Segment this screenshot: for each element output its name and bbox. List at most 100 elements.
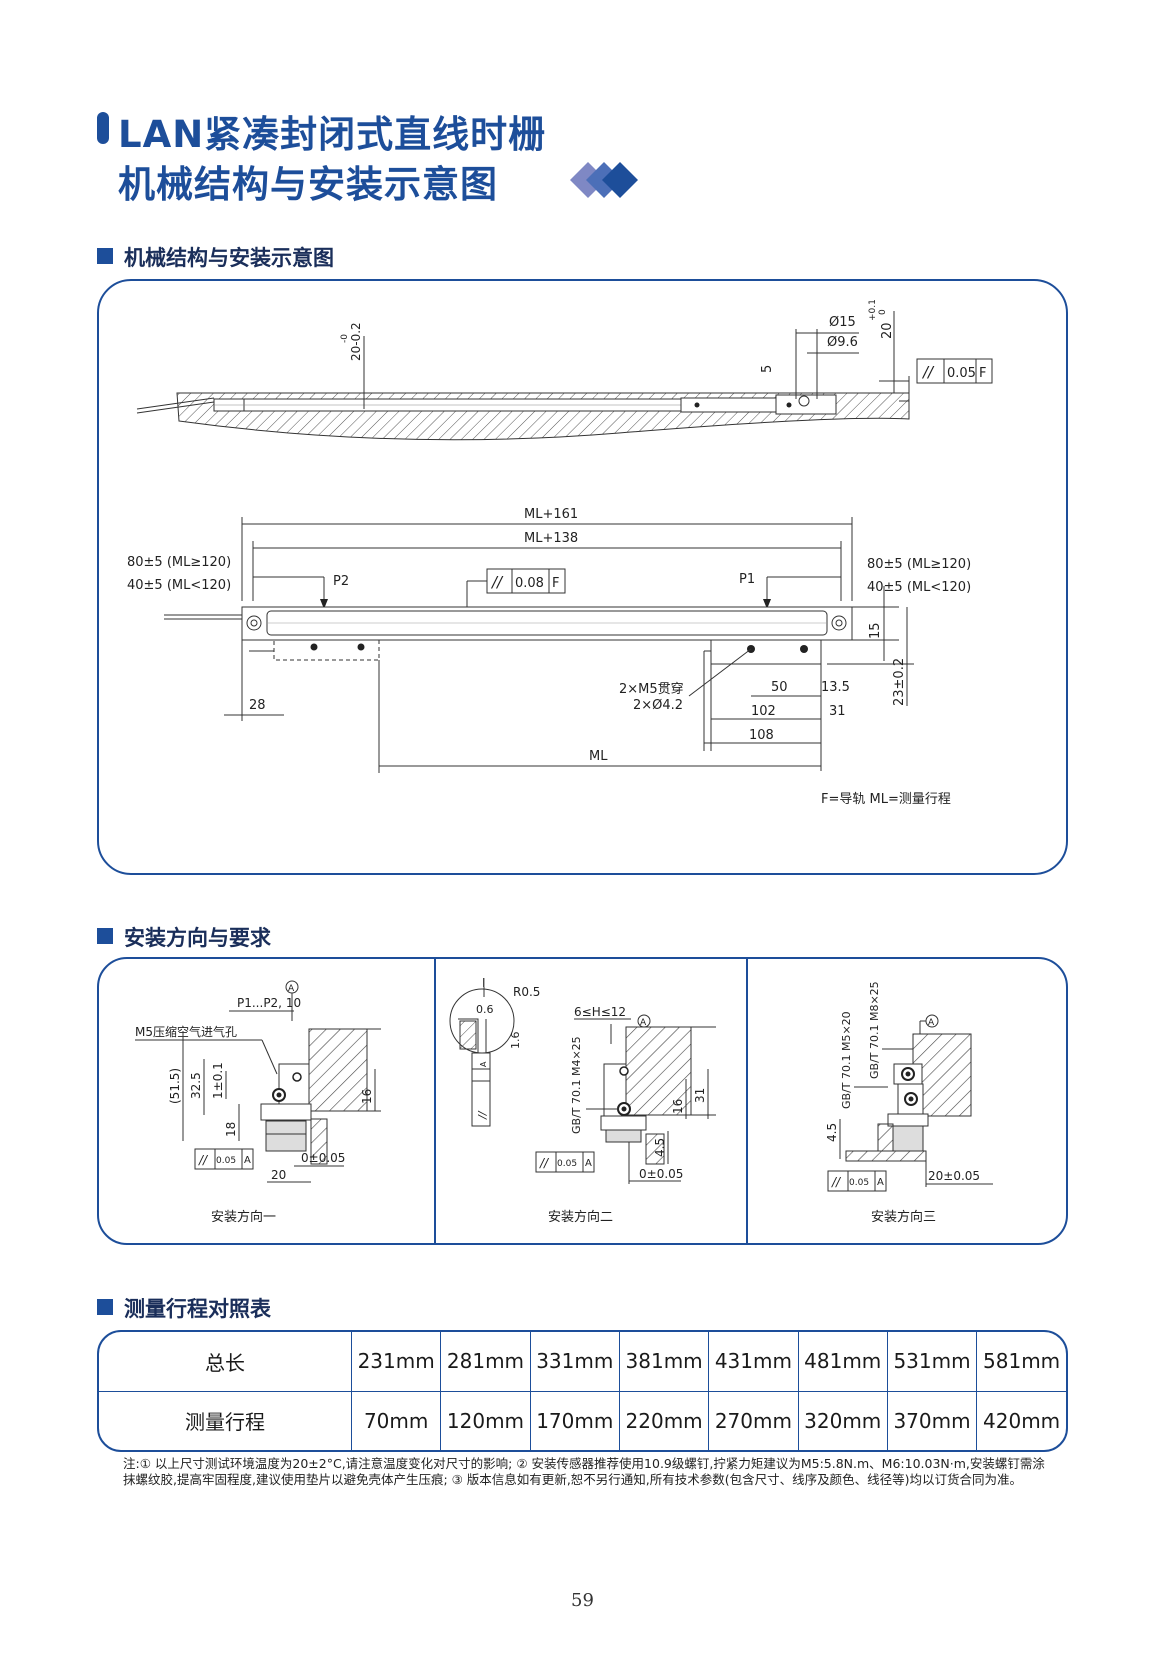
p2-d06-label: 0.6 <box>476 1003 494 1016</box>
install-direction-3-caption: 安装方向三 <box>871 1209 936 1225</box>
p1-label: P1 <box>739 572 755 587</box>
p3-datum-a-label: A <box>928 1018 935 1028</box>
table-cell: 270mm <box>708 1390 799 1450</box>
legend-text: F=导轨 ML=测量行程 <box>821 792 951 807</box>
d42-label: 2×Ø4.2 <box>633 698 683 713</box>
table-cell: 381mm <box>618 1332 710 1392</box>
p2-d16-label: 1.6 <box>509 1032 522 1050</box>
p1-ref-label: A <box>244 1155 251 1166</box>
front-par-icon: // <box>490 573 504 591</box>
title-accent-bar <box>97 112 109 144</box>
table-row-header: 测量行程 <box>99 1390 352 1450</box>
dim-31-label: 31 <box>829 704 846 719</box>
p3-par-icon: // <box>831 1175 842 1189</box>
table-cell: 231mm <box>350 1332 442 1392</box>
dim-102-label: 102 <box>751 704 776 719</box>
table-cell: 370mm <box>886 1390 978 1450</box>
dim-left-40-label: 40±5 (ML<120) <box>127 578 231 593</box>
front-view: ML+161 ML+138 80±5 (ML≥120) 40±5 (ML<120… <box>127 507 971 773</box>
install-direction-1-caption: 安装方向一 <box>211 1209 276 1225</box>
p2-i-label: I <box>482 976 486 990</box>
dim-23-label: 23±0.2 <box>892 658 907 706</box>
front-par-ref-label: F <box>552 576 559 591</box>
p3-d45-label: 4.5 <box>825 1123 839 1142</box>
p2-label: P2 <box>333 574 349 589</box>
side-d15-label: Ø15 <box>829 315 856 330</box>
table-cell: 531mm <box>886 1332 978 1392</box>
dim-right-40-label: 40±5 (ML<120) <box>867 580 971 595</box>
p2-gb-label: GB/T 70.1 M4×25 <box>570 1036 583 1134</box>
p1-par-icon: // <box>198 1153 209 1167</box>
stroke-table: 总长 231mm 281mm 331mm 381mm 431mm 481mm 5… <box>97 1330 1068 1452</box>
table-cell: 581mm <box>976 1332 1066 1392</box>
p2-ref-label: A <box>585 1158 592 1169</box>
page-subtitle: 机械结构与安装示意图 <box>118 163 498 206</box>
p2-h-label: 6≤H≤12 <box>574 1005 626 1019</box>
table-cell: 220mm <box>618 1390 710 1450</box>
section-heading-structure: 机械结构与安装示意图 <box>124 246 334 270</box>
p2-d16b-label: 16 <box>671 1099 685 1114</box>
section-marker <box>97 928 113 944</box>
table-cell: 481mm <box>797 1332 888 1392</box>
install-direction-3-drawing: GB/T 70.1 M5×20 GB/T 70.1 M8×25 A 4.5 //… <box>825 981 993 1225</box>
p3-tol-label: 0.05 <box>849 1178 869 1188</box>
p3-ref-label: A <box>877 1177 884 1188</box>
p2-par-icon: // <box>539 1156 550 1170</box>
dim-ml-label: ML <box>589 749 608 764</box>
table-cell: 431mm <box>708 1332 799 1392</box>
dim-15-label: 15 <box>868 622 883 639</box>
dim-135-label: 13.5 <box>821 680 850 695</box>
install-direction-2-caption: 安装方向二 <box>548 1209 613 1225</box>
table-row: 总长 231mm 281mm 331mm 381mm 431mm 481mm 5… <box>99 1332 1066 1392</box>
m5-label: 2×M5贯穿 <box>619 681 684 697</box>
side-flat-tol-label: 0.05 <box>947 366 976 381</box>
dim-108-label: 108 <box>749 728 774 743</box>
p1-d515-label: (51.5) <box>168 1068 182 1104</box>
p2-datum-a-label: A <box>640 1018 647 1028</box>
dim-ml161-label: ML+161 <box>524 507 578 522</box>
table-cell: 120mm <box>440 1390 531 1450</box>
table-row: 测量行程 70mm 120mm 170mm 220mm 270mm 320mm … <box>99 1390 1066 1450</box>
install-divider-2 <box>746 959 748 1243</box>
dim-ml138-label: ML+138 <box>524 531 578 546</box>
section-heading-install: 安装方向与要求 <box>124 926 271 950</box>
side-height-tol-top-label: -0 <box>340 334 350 343</box>
page-title: LAN紧凑封闭式直线时栅 <box>118 113 547 156</box>
front-par-tol-label: 0.08 <box>515 576 544 591</box>
p1-d1-label: 1±0.1 <box>211 1062 225 1099</box>
side-h20-tol2-label: 0 <box>878 309 888 315</box>
diamond-decoration-icon <box>570 162 638 198</box>
footnote: 注:① 以上尺寸测试环境温度为20±2°C,请注意温度变化对尺寸的影响; ② 安… <box>123 1456 1045 1487</box>
side-view: 20-0.2 -0 Ø15 Ø9.6 5 20 +0.1 0 // 0.05 F <box>136 299 993 441</box>
structure-drawing: 20-0.2 -0 Ø15 Ø9.6 5 20 +0.1 0 // 0.05 F <box>127 299 993 807</box>
p1-datum-a-label: A <box>288 984 295 994</box>
side-h20-tol-label: +0.1 <box>868 299 878 321</box>
p1-d16-label: 16 <box>360 1089 374 1104</box>
p1-d325-label: 32.5 <box>189 1072 203 1099</box>
p2-d0-label: 0±0.05 <box>639 1167 683 1181</box>
install-direction-2-drawing: I R0.5 0.6 1.6 A // 6≤H≤12 A GB/T 70.1 M… <box>449 976 716 1225</box>
dim-28-label: 28 <box>249 698 266 713</box>
p1-d18-label: 18 <box>224 1122 238 1137</box>
p1-p1p2-label: P1...P2, 10 <box>237 996 301 1010</box>
p3-gb2-label: GB/T 70.1 M8×25 <box>868 981 881 1079</box>
p1-m5-label: M5压缩空气进气孔 <box>135 1024 237 1039</box>
table-cell: 320mm <box>797 1390 888 1450</box>
p2-d31-label: 31 <box>693 1088 707 1103</box>
p2-par-icon-small: // <box>476 1110 489 1120</box>
structure-panel: 20-0.2 -0 Ø15 Ø9.6 5 20 +0.1 0 // 0.05 F <box>97 279 1068 875</box>
p1-d0-label: 0±0.05 <box>301 1151 345 1165</box>
table-cell: 420mm <box>976 1390 1066 1450</box>
p2-ref-small-label: A <box>479 1061 488 1067</box>
table-cell: 70mm <box>350 1390 442 1450</box>
install-divider-1 <box>434 959 436 1243</box>
side-d96-label: Ø9.6 <box>827 335 858 350</box>
table-cell: 281mm <box>440 1332 531 1392</box>
install-direction-1-drawing: A P1...P2, 10 M5压缩空气进气孔 (51.5) 32.5 1±0.… <box>135 980 381 1225</box>
side-five-label: 5 <box>760 365 775 373</box>
side-height-tol-label: 20-0.2 <box>349 322 363 361</box>
p3-gb1-label: GB/T 70.1 M5×20 <box>840 1011 853 1109</box>
p2-r05-label: R0.5 <box>513 985 540 999</box>
dim-right-80-label: 80±5 (ML≥120) <box>867 557 971 572</box>
side-flat-ref-label: F <box>979 366 986 381</box>
